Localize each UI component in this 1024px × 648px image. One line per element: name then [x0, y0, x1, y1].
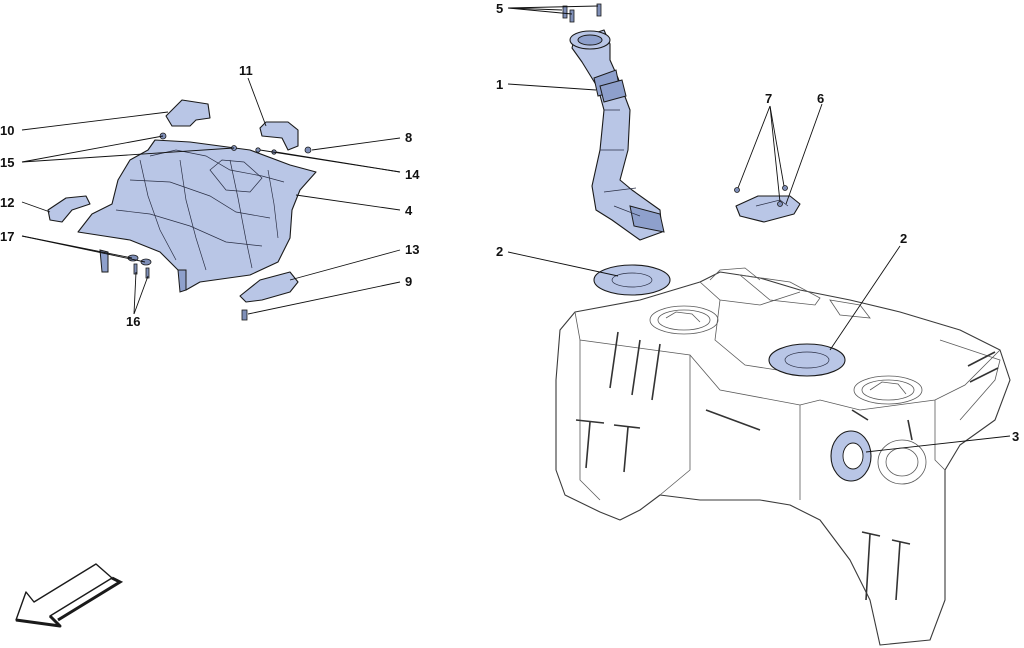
callout-14: 14: [405, 167, 420, 182]
callout-10: 10: [0, 123, 14, 138]
seal-ring: [830, 430, 872, 482]
callout-4: 4: [405, 203, 413, 218]
callout-12: 12: [0, 195, 14, 210]
bracket-10: [165, 99, 211, 127]
callout-11: 11: [239, 63, 253, 78]
gasket-left: [593, 264, 671, 296]
callout-7: 7: [765, 91, 772, 106]
gasket-right: [768, 343, 846, 377]
callout-16: 16: [126, 314, 140, 329]
callout-3: 3: [1012, 429, 1019, 444]
bracket-12: [47, 195, 91, 223]
callout-8: 8: [405, 130, 412, 145]
filler-neck: [569, 29, 665, 241]
callout-2-left: 2: [496, 244, 503, 259]
leader-lines: [21, 5, 1011, 453]
bracket-13: [239, 271, 299, 303]
callout-9: 9: [405, 274, 412, 289]
front-direction-arrow-icon: [15, 563, 124, 628]
callout-numbers: 1 2 2 3 4 5 6 7 8 9 10 11 12 13 14 15 16…: [0, 1, 1019, 444]
screws-5: [562, 3, 602, 23]
bracket-11: [259, 121, 299, 151]
callout-2-right: 2: [900, 231, 907, 246]
heat-shield: [77, 139, 317, 293]
callout-6: 6: [817, 91, 824, 106]
callout-5: 5: [496, 1, 503, 16]
small-cover: [734, 185, 801, 223]
callout-13: 13: [405, 242, 419, 257]
callout-1: 1: [496, 77, 503, 92]
fuel-tank: [555, 267, 1011, 646]
callout-17: 17: [0, 229, 14, 244]
callout-15: 15: [0, 155, 14, 170]
